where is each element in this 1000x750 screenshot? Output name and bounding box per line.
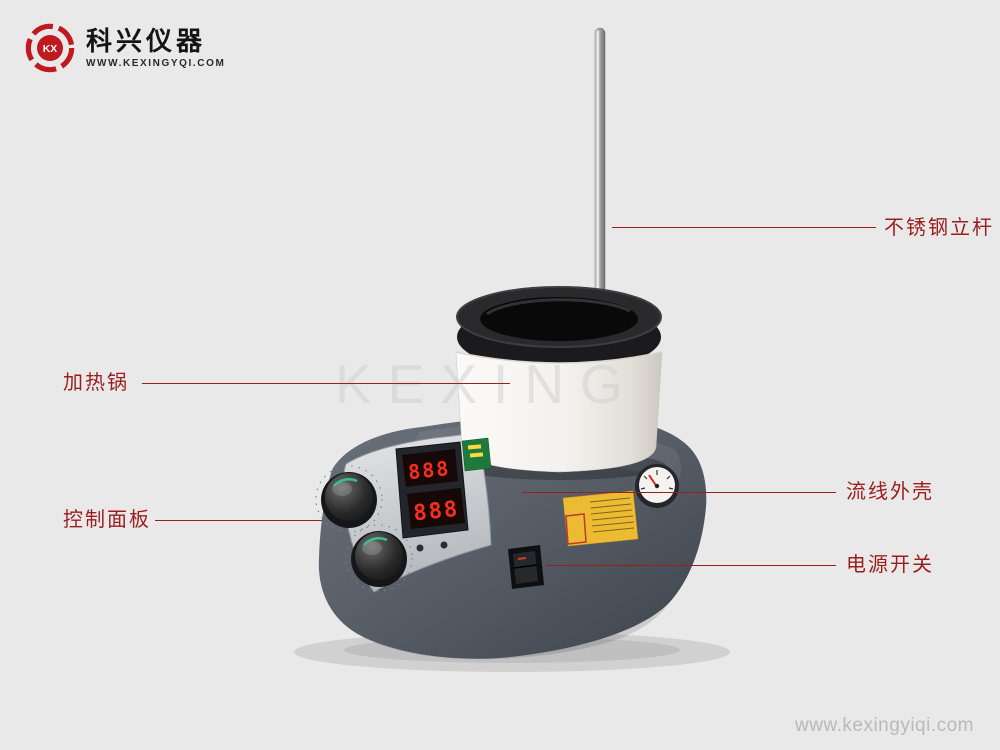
corner-watermark: www.kexingyiqi.com [795, 715, 974, 736]
digital-display: 888 888 [395, 441, 469, 552]
callout-line [546, 565, 836, 566]
callout-label: 加热锅 [63, 372, 129, 394]
brand-logo: KX 科兴仪器 WWW.KEXINGYQI.COM [24, 22, 225, 74]
power-switch [508, 545, 544, 589]
brand-name: 科兴仪器 [86, 25, 207, 56]
display-top-value: 888 [407, 456, 451, 484]
brand-website: WWW.KEXINGYQI.COM [86, 58, 226, 70]
set-button [416, 544, 424, 552]
callout-label: 电源开关 [846, 554, 934, 576]
temperature-knob [315, 465, 383, 533]
kexing-emblem-icon: KX [25, 23, 75, 73]
speed-knob [345, 524, 413, 592]
stainless-steel-rod [594, 27, 606, 324]
callout-label: 不锈钢立杆 [884, 217, 994, 239]
callout-label: 流线外壳 [846, 481, 934, 503]
callout-line [155, 520, 322, 521]
logo-text: 科兴仪器 WWW.KEXINGYQI.COM [86, 27, 225, 70]
callout-line [142, 383, 510, 384]
callout-line [522, 492, 836, 493]
control-panel: 888 888 [315, 434, 492, 593]
callout-line [612, 227, 876, 228]
warning-label [562, 490, 639, 547]
callout-label: 控制面板 [63, 509, 151, 531]
brand-sticker [461, 437, 492, 472]
heating-pot [455, 286, 663, 473]
set-button [440, 541, 448, 549]
emblem-text: KX [43, 44, 58, 55]
temperature-dial [635, 464, 679, 508]
display-bottom-value: 888 [412, 497, 460, 527]
